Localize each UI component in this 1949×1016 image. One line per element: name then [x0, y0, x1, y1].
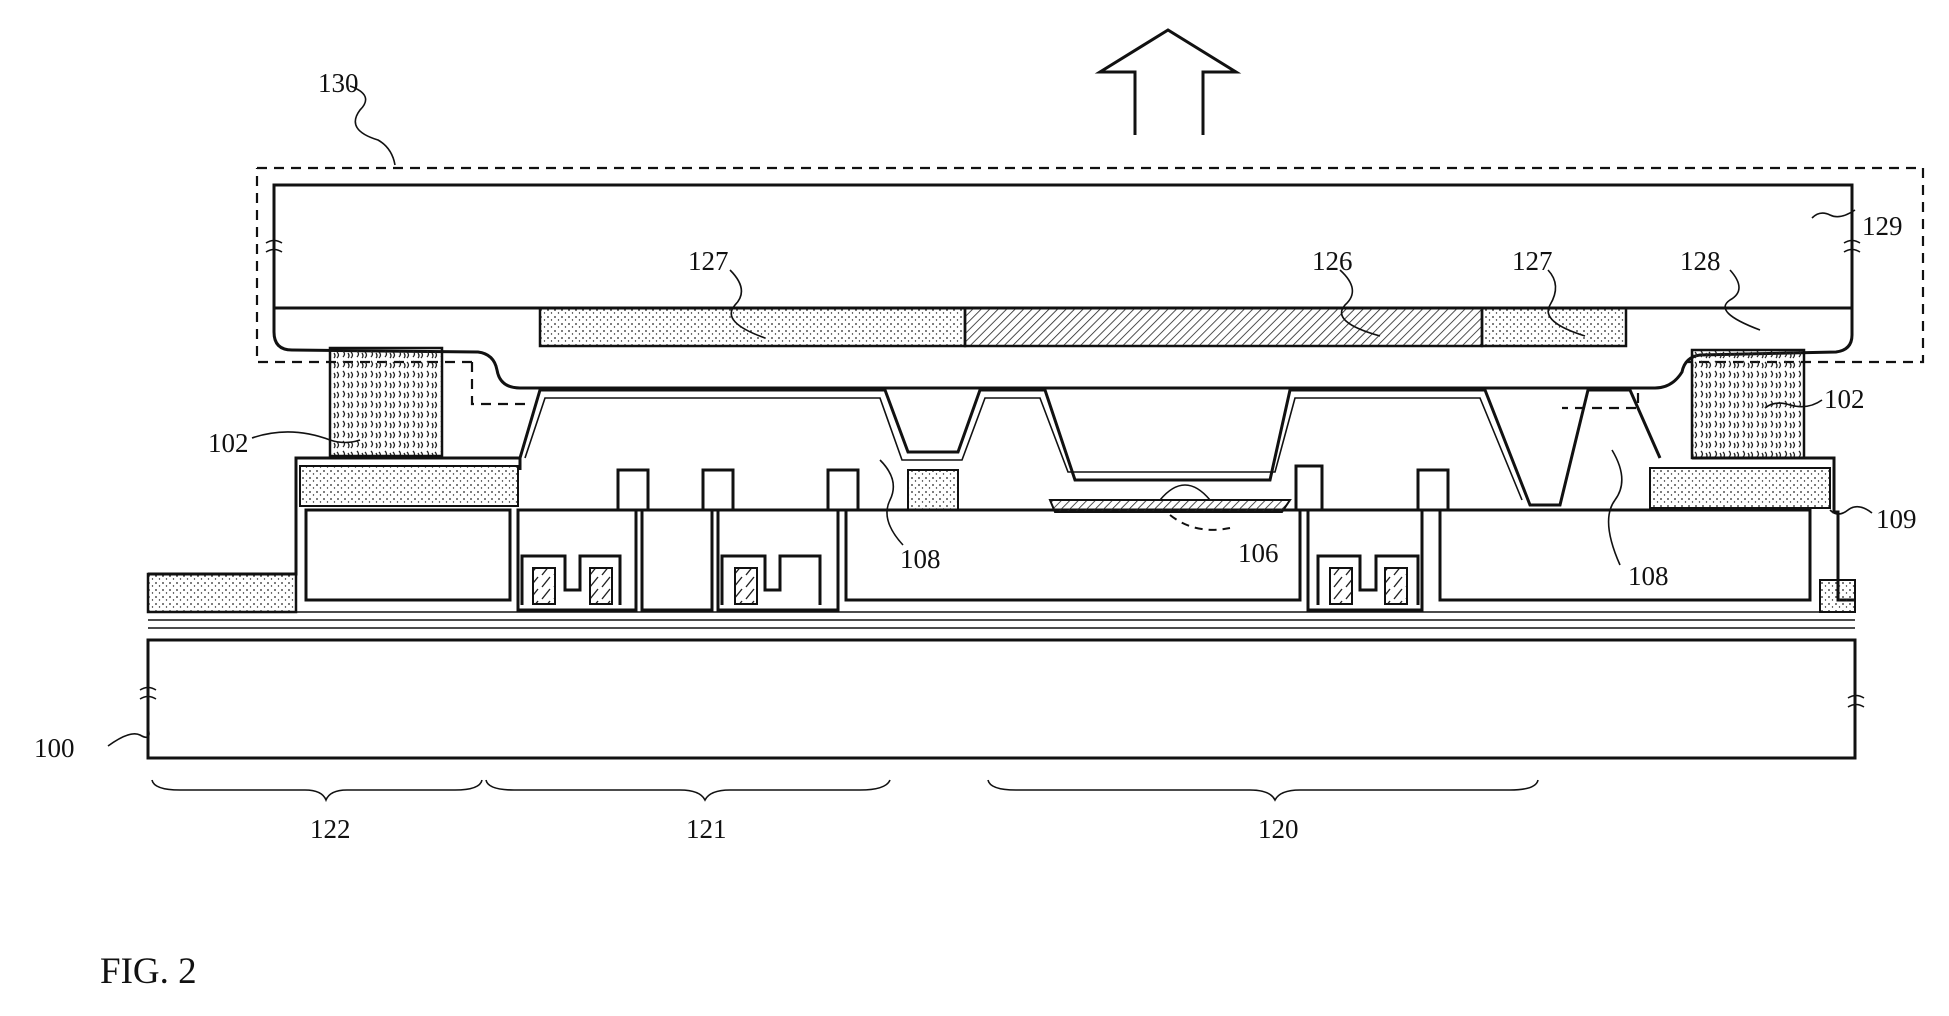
label-130: 130 [318, 68, 359, 98]
brace-121 [486, 780, 890, 800]
label-106: 106 [1238, 538, 1279, 568]
label-129: 129 [1862, 211, 1903, 241]
label-128: 128 [1680, 246, 1721, 276]
insulator-block-7 [1440, 510, 1810, 600]
label-127-left: 127 [688, 246, 729, 276]
brace-122 [152, 780, 482, 800]
base-substrate-100 [148, 640, 1855, 758]
emission-arrow [1100, 30, 1236, 135]
label-108-left: 108 [900, 544, 941, 574]
contact-post-4 [1296, 466, 1322, 510]
emission-bulge [1160, 485, 1210, 500]
label-120: 120 [1258, 814, 1299, 844]
label-109: 109 [1876, 504, 1917, 534]
label-122: 122 [310, 814, 351, 844]
contact-post-3 [828, 470, 858, 510]
figure-caption: FIG. 2 [100, 951, 197, 992]
label-108-right: 108 [1628, 561, 1669, 591]
planarization-mid [908, 470, 958, 510]
leader-100 [108, 728, 149, 746]
contact-post-2 [703, 470, 733, 510]
label-100: 100 [34, 733, 75, 763]
contact-post-5 [1418, 470, 1448, 510]
pad-region-122 [148, 574, 296, 612]
insulator-block-3 [642, 510, 712, 610]
filter-127-right [1482, 308, 1626, 346]
organic-layer-106 [1050, 500, 1290, 512]
sealing-substrate-129 [274, 185, 1852, 388]
label-102-right: 102 [1824, 384, 1865, 414]
insulator-block-1 [306, 510, 510, 600]
brace-120 [988, 780, 1538, 800]
label-102-left: 102 [208, 428, 249, 458]
pad-region-right [1820, 580, 1855, 612]
planarization-left [300, 466, 518, 506]
bank-layer-inner [525, 398, 1522, 500]
filter-126-center [965, 308, 1482, 346]
label-127-right: 127 [1512, 246, 1553, 276]
seal-102-left [330, 348, 442, 456]
planarization-right [1650, 468, 1830, 508]
label-121: 121 [686, 814, 727, 844]
filter-127-left [540, 308, 965, 346]
contact-post-1 [618, 470, 648, 510]
label-126: 126 [1312, 246, 1353, 276]
